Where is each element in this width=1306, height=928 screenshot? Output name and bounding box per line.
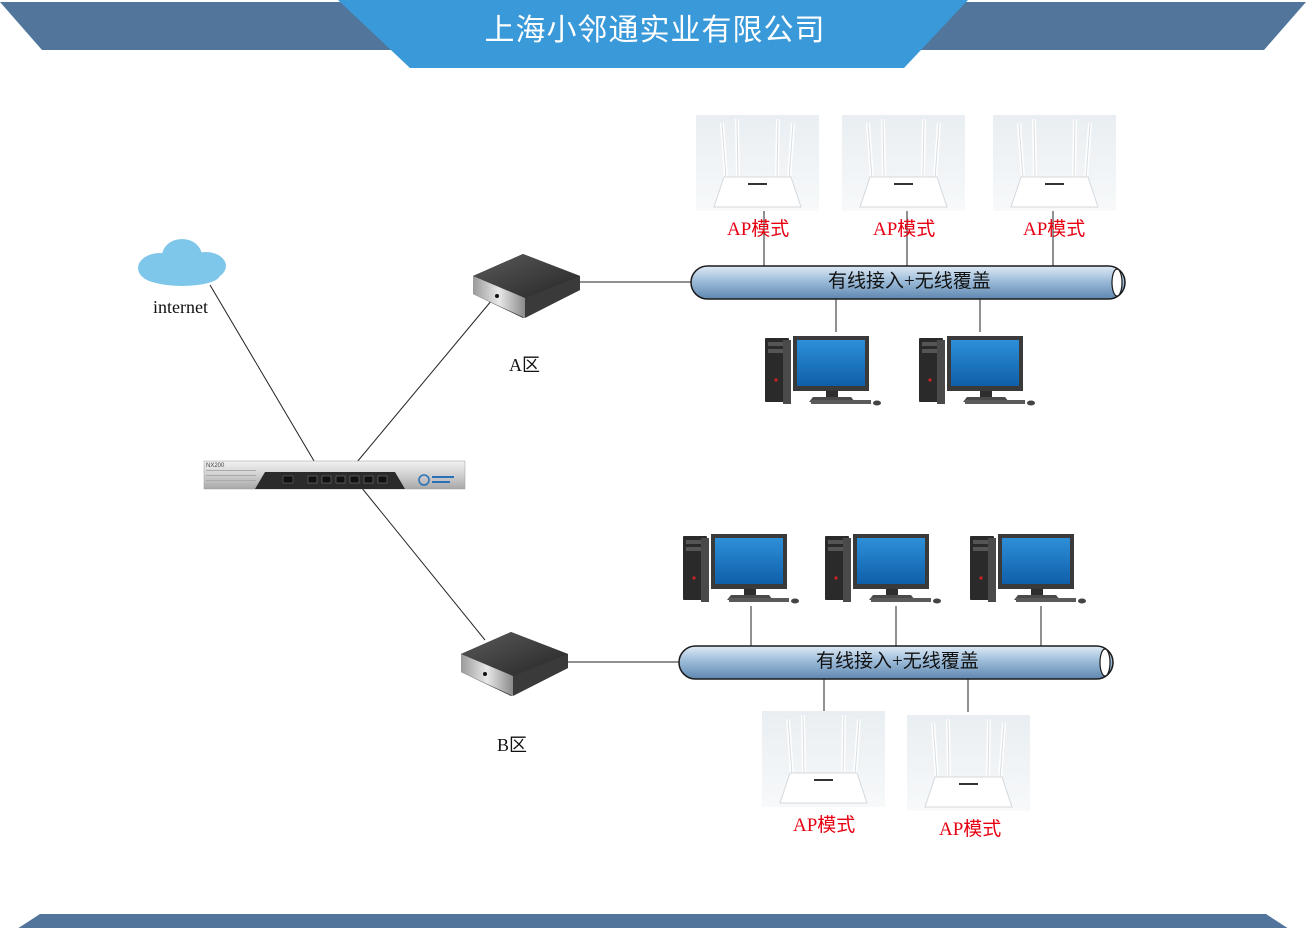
zone-a-label: A区 xyxy=(509,355,540,375)
cloud-icon xyxy=(138,239,226,286)
ap-label-a2: AP模式 xyxy=(873,219,936,240)
ap-router-b1 xyxy=(760,709,887,809)
core-router xyxy=(203,460,466,490)
ap-label-b2: AP模式 xyxy=(939,819,1002,840)
ap-label-a1: AP模式 xyxy=(727,219,790,240)
bus-a-label: 有线接入+无线覆盖 xyxy=(828,271,991,292)
bus-b-label: 有线接入+无线覆盖 xyxy=(816,651,979,672)
ap-label-b1: AP模式 xyxy=(793,815,856,836)
router-model-label: NX200 xyxy=(206,463,225,469)
pc-a2 xyxy=(919,336,1035,406)
pc-b2 xyxy=(825,534,941,604)
pc-a1 xyxy=(765,336,881,406)
page-title: 上海小邻通实业有限公司 xyxy=(484,14,826,47)
pc-b1 xyxy=(683,534,799,604)
gateway-b xyxy=(461,632,568,696)
zone-b-label: B区 xyxy=(497,735,528,755)
bus-b xyxy=(678,645,1114,680)
ap-label-a3: AP模式 xyxy=(1023,219,1086,240)
ap-router-a2 xyxy=(840,113,967,213)
cables xyxy=(209,210,1054,712)
gateway-a xyxy=(473,254,580,318)
ap-router-a3 xyxy=(991,113,1118,213)
header-title-plate xyxy=(338,0,968,68)
pc-b3 xyxy=(970,534,1086,604)
bus-a xyxy=(690,265,1126,300)
ap-router-a1 xyxy=(694,113,821,213)
internet-label: internet xyxy=(153,297,208,317)
ap-router-b2 xyxy=(905,713,1032,813)
footer-band xyxy=(18,914,1288,928)
